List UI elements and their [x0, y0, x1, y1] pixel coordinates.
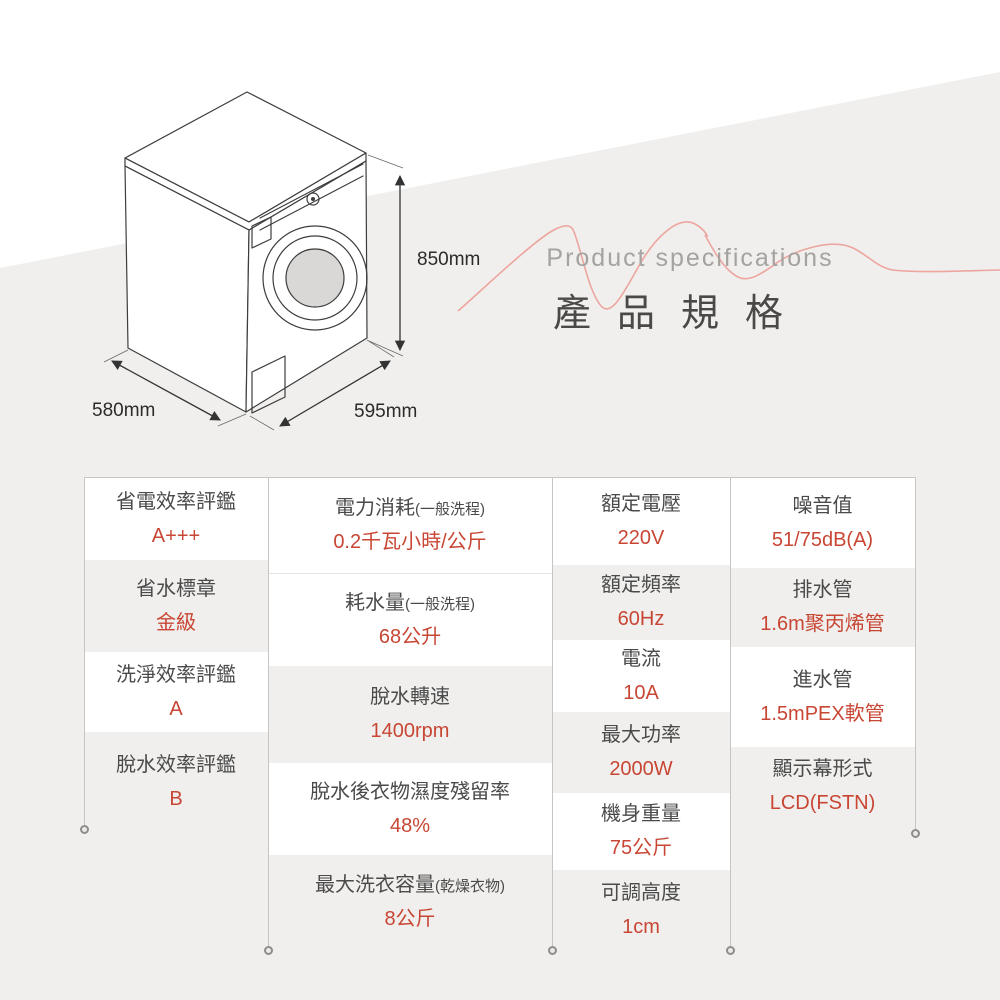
spec-value: 1cm	[622, 915, 660, 938]
squiggle-line	[457, 221, 1000, 312]
spec-cell: 電流 10A	[552, 640, 730, 712]
spec-cell: 耗水量(一般洗程) 68公升	[268, 573, 552, 666]
line-end-dot	[548, 946, 557, 955]
subtitle-english: Product specifications	[546, 244, 834, 272]
line-end-dot	[726, 946, 735, 955]
spec-label: 省電效率評鑑	[116, 490, 236, 513]
spec-value: A	[169, 697, 183, 720]
spec-label: 耗水量(一般洗程)	[345, 591, 475, 614]
spec-cell: 機身重量 75公斤	[552, 793, 730, 870]
spec-cell: 省水標章 金級	[84, 560, 268, 652]
spec-value: 8公斤	[384, 908, 436, 930]
spec-cell: 額定電壓 220V	[552, 478, 730, 565]
spec-label: 脫水效率評鑑	[116, 753, 236, 776]
spec-value: 1.5mPEX軟管	[760, 702, 885, 725]
table-divider-2	[552, 477, 553, 950]
spec-label: 機身重量	[601, 803, 681, 825]
spec-value: 2000W	[609, 758, 673, 780]
spec-cell: 電力消耗(一般洗程) 0.2千瓦小時/公斤	[268, 478, 552, 573]
spec-value: 1400rpm	[370, 719, 450, 742]
spec-label: 噪音值	[792, 494, 853, 517]
page-title: 產品規格	[553, 293, 810, 335]
spec-cell: 進水管 1.5mPEX軟管	[730, 647, 915, 747]
spec-label: 最大洗衣容量(乾燥衣物)	[315, 874, 505, 896]
spec-value: 0.2千瓦小時/公斤	[333, 531, 487, 553]
spec-label: 可調高度	[601, 881, 681, 904]
depth-dimension-label: 580mm	[92, 400, 156, 421]
spec-cell: 脫水效率評鑑 B	[84, 732, 268, 832]
spec-cell: 最大洗衣容量(乾燥衣物) 8公斤	[268, 855, 552, 950]
spec-cell: 脫水轉速 1400rpm	[268, 665, 552, 763]
spec-cell: 省電效率評鑑 A+++	[84, 478, 268, 560]
spec-cell: 噪音值 51/75dB(A)	[730, 478, 915, 568]
spec-cell: 排水管 1.6m聚丙烯管	[730, 568, 915, 647]
spec-value: A+++	[151, 524, 201, 547]
line-end-dot	[80, 825, 89, 834]
spec-value: 220V	[617, 527, 665, 549]
spec-label: 最大功率	[601, 724, 681, 746]
spec-value: 1.6m聚丙烯管	[760, 613, 885, 635]
spec-cell: 洗淨效率評鑑 A	[84, 652, 268, 732]
spec-label: 顯示幕形式	[772, 757, 873, 780]
spec-label: 脫水後衣物濕度殘留率	[310, 780, 510, 803]
spec-value: 51/75dB(A)	[771, 528, 874, 551]
spec-label: 額定電壓	[601, 493, 681, 515]
spec-label: 脫水轉速	[370, 685, 450, 708]
table-divider-1	[268, 477, 269, 950]
width-dimension-label: 595mm	[354, 401, 418, 422]
table-divider-3	[730, 477, 731, 950]
spec-value: 金級	[156, 611, 196, 634]
spec-value: 75公斤	[609, 837, 673, 859]
table-top-border	[84, 477, 915, 478]
line-end-dot	[911, 829, 920, 838]
line-end-dot	[264, 946, 273, 955]
spec-label: 電力消耗(一般洗程)	[335, 497, 485, 519]
spec-label: 省水標章	[136, 577, 216, 600]
spec-cell: 顯示幕形式 LCD(FSTN)	[730, 747, 915, 825]
table-border-left	[84, 477, 85, 829]
spec-cell: 最大功率 2000W	[552, 712, 730, 793]
table-border-right	[915, 477, 916, 833]
spec-label: 排水管	[792, 579, 853, 601]
spec-label: 額定頻率	[601, 574, 681, 596]
spec-value: 60Hz	[617, 608, 665, 630]
spec-label: 洗淨效率評鑑	[116, 663, 236, 686]
spec-cell: 脫水後衣物濕度殘留率 48%	[268, 763, 552, 855]
spec-value: 68公升	[378, 625, 442, 648]
spec-value: B	[169, 787, 183, 810]
spec-value: 48%	[389, 814, 431, 837]
spec-label: 電流	[621, 647, 661, 670]
spec-cell: 可調高度 1cm	[552, 870, 730, 950]
spec-value: 10A	[623, 681, 659, 704]
height-dimension-label: 850mm	[417, 249, 481, 270]
spec-value: LCD(FSTN)	[769, 791, 876, 814]
spec-label: 進水管	[792, 668, 853, 691]
spec-cell: 額定頻率 60Hz	[552, 565, 730, 640]
